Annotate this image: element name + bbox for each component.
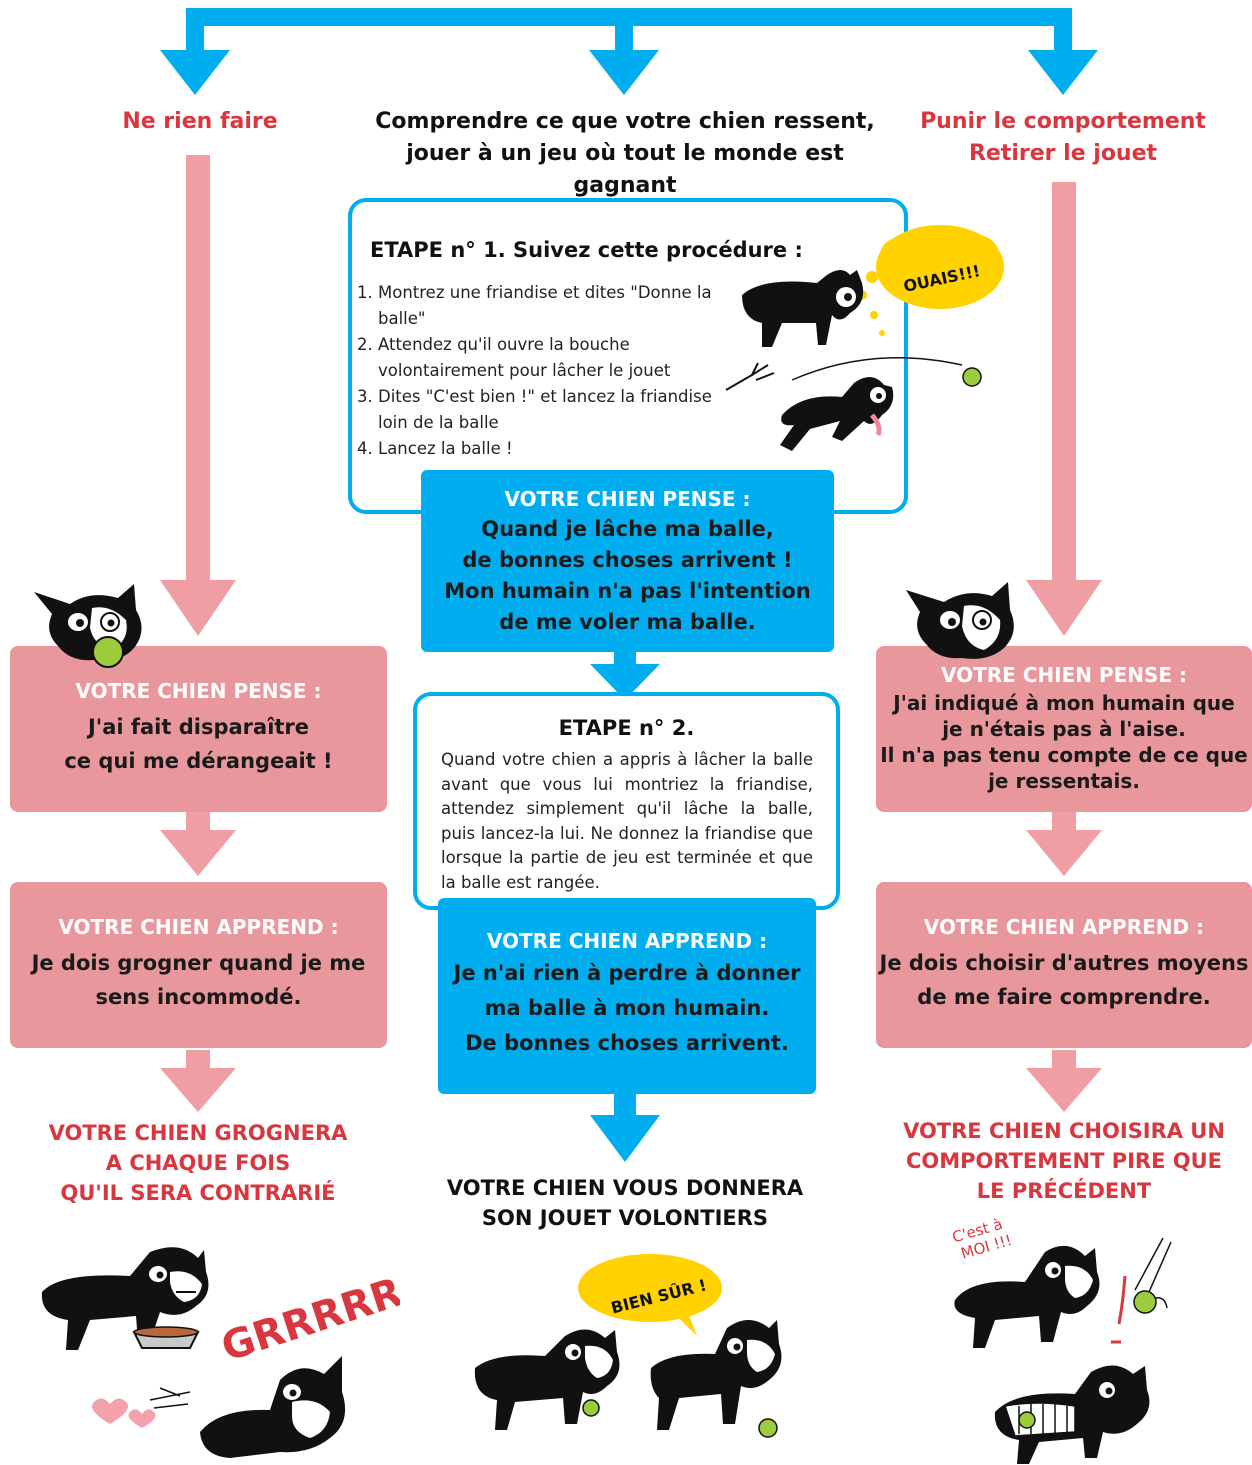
left-outcome: VOTRE CHIEN GROGNERA A CHAQUE FOIS QU'IL… [30,1118,366,1208]
ball-in-hand-icon [1111,1237,1172,1344]
right-pense-line: J'ai indiqué à mon humain que [893,691,1235,715]
left-pense-box: VOTRE CHIEN PENSE : J'ai fait disparaîtr… [10,646,387,812]
left-arrows [160,155,236,1112]
happy-dog-icon [650,1320,782,1430]
growling-dog-icon [41,1247,209,1350]
center-outcome-line: SON JOUET VOLONTIERS [481,1206,769,1230]
worried-dog-head-icon [906,582,1014,659]
sure-bubble [578,1254,722,1336]
right-pense-box: VOTRE CHIEN PENSE : J'ai indiqué à mon h… [876,646,1252,812]
step2-text: Quand votre chien a appris à lâcher la b… [441,750,813,892]
right-dog-head-illustration [906,582,1014,659]
left-branch-title: Ne rien faire [122,109,278,134]
step2-box: ETAPE n° 2. Quand votre chien a appris à… [413,692,840,910]
left-dog-head-illustration [34,584,142,668]
center-pense-line: de bonnes choses arrivent ! [462,548,793,572]
center-apprend-line: Je n'ai rien à perdre à donner [453,961,801,985]
left-pense-heading: VOTRE CHIEN PENSE : [75,679,322,703]
left-outcome-line: A CHAQUE FOIS [105,1151,291,1175]
sitting-dog-icon [742,270,864,347]
left-apprend-line: sens incommodé. [95,985,302,1009]
center-arrows [590,652,660,1162]
center-pense-line: Mon humain n'a pas l'intention [444,579,811,603]
center-title-line: Comprendre ce que votre chien ressent, [375,109,875,134]
center-pense-heading: VOTRE CHIEN PENSE : [504,487,751,511]
right-apprend-heading: VOTRE CHIEN APPREND : [923,915,1205,939]
right-pense-line: Il n'a pas tenu compte de ce que [880,743,1248,767]
step1-item: Montrez une friandise et dites "Donne la… [378,280,728,332]
food-bowl-icon [132,1326,200,1349]
step1-item: Lancez la balle ! [378,436,728,462]
step1-list: Montrez une friandise et dites "Donne la… [356,280,728,462]
center-outcome: VOTRE CHIEN VOUS DONNERA SON JOUET VOLON… [430,1173,820,1233]
hand-reaching-icon [149,1387,191,1409]
shout-text: C'est à MOI !!! [950,1214,1014,1264]
center-branch-title: Comprendre ce que votre chien ressent, j… [360,106,890,202]
right-apprend-line: Je dois choisir d'autres moyens [879,951,1249,975]
left-apprend-heading: VOTRE CHIEN APPREND : [58,915,339,939]
right-outcome: VOTRE CHIEN CHOISIRA UN COMPORTEMENT PIR… [896,1116,1232,1206]
growl-sound-text: GRRRRR [216,1269,400,1370]
right-arrows [1026,182,1102,1112]
center-title-line: jouer à un jeu où tout le monde est gagn… [406,141,844,198]
running-dog-icon [780,376,894,451]
left-apprend-line: Je dois grogner quand je me [31,951,366,975]
step1-illustration: OUAIS!!! [725,225,1004,451]
right-pense-heading: VOTRE CHIEN PENSE : [940,663,1188,687]
cowering-dog-icon [200,1356,346,1458]
center-pense-box: VOTRE CHIEN PENSE : Quand je lâche ma ba… [421,470,834,652]
top-branch-connector [160,8,1098,95]
left-apprend-box: VOTRE CHIEN APPREND : Je dois grogner qu… [10,882,387,1048]
center-pense-line: de me voler ma balle. [499,610,756,634]
right-title-line: Punir le comportement [920,109,1206,134]
center-outcome-line: VOTRE CHIEN VOUS DONNERA [446,1176,804,1200]
center-pense-line: Quand je lâche ma balle, [481,517,774,541]
left-outcome-line: QU'IL SERA CONTRARIÉ [60,1181,336,1205]
hand-icon [725,362,775,391]
right-apprend-box: VOTRE CHIEN APPREND : Je dois choisir d'… [876,882,1252,1048]
center-apprend-line: ma balle à mon humain. [484,996,770,1020]
left-outcome-line: VOTRE CHIEN GROGNERA [48,1121,348,1145]
right-title-line: Retirer le jouet [968,141,1158,166]
center-apprend-line: De bonnes choses arrivent. [465,1031,789,1055]
step1-item: Dites "C'est bien !" et lancez la friand… [378,384,728,436]
tennis-ball-icon [962,367,982,387]
step1-box: ETAPE n° 1. Suivez cette procédure : Mon… [348,198,908,514]
right-outcome-line: COMPORTEMENT PIRE QUE [905,1149,1223,1173]
heart-icons [92,1398,156,1428]
yes-bubble [857,225,1004,336]
right-pense-line: je n'étais pas à l'aise. [942,717,1186,741]
center-apprend-heading: VOTRE CHIEN APPREND : [486,929,768,953]
right-apprend-line: de me faire comprendre. [917,985,1211,1009]
guarding-dog-icon [954,1245,1100,1348]
step1-item: Attendez qu'il ouvre la bouche volontair… [378,332,728,384]
right-pense-line: je ressentais. [988,769,1140,793]
right-branch-title: Punir le comportement Retirer le jouet [918,106,1208,170]
left-pense-line: ce qui me dérangeait ! [64,749,333,773]
right-bottom-illustration: C'est à MOI !!! [950,1214,1172,1464]
dog-dropping-ball-icon [474,1329,620,1430]
right-outcome-line: VOTRE CHIEN CHOISIRA UN [903,1119,1225,1143]
step1-title: ETAPE n° 1. Suivez cette procédure : [370,238,803,262]
left-bottom-illustration: GRRRRR [41,1247,400,1458]
tennis-ball-icon [758,1418,778,1438]
center-bottom-illustration: BIEN SÛR ! [474,1254,782,1438]
left-pense-line: J'ai fait disparaître [87,715,310,739]
dog-head-with-ball-icon [34,584,142,668]
xray-dog-icon [994,1365,1150,1464]
step2-title: ETAPE n° 2. [558,716,695,740]
throw-arc [791,356,963,381]
right-outcome-line: LE PRÉCÉDENT [976,1179,1152,1203]
center-apprend-box: VOTRE CHIEN APPREND : Je n'ai rien à per… [438,898,816,1094]
